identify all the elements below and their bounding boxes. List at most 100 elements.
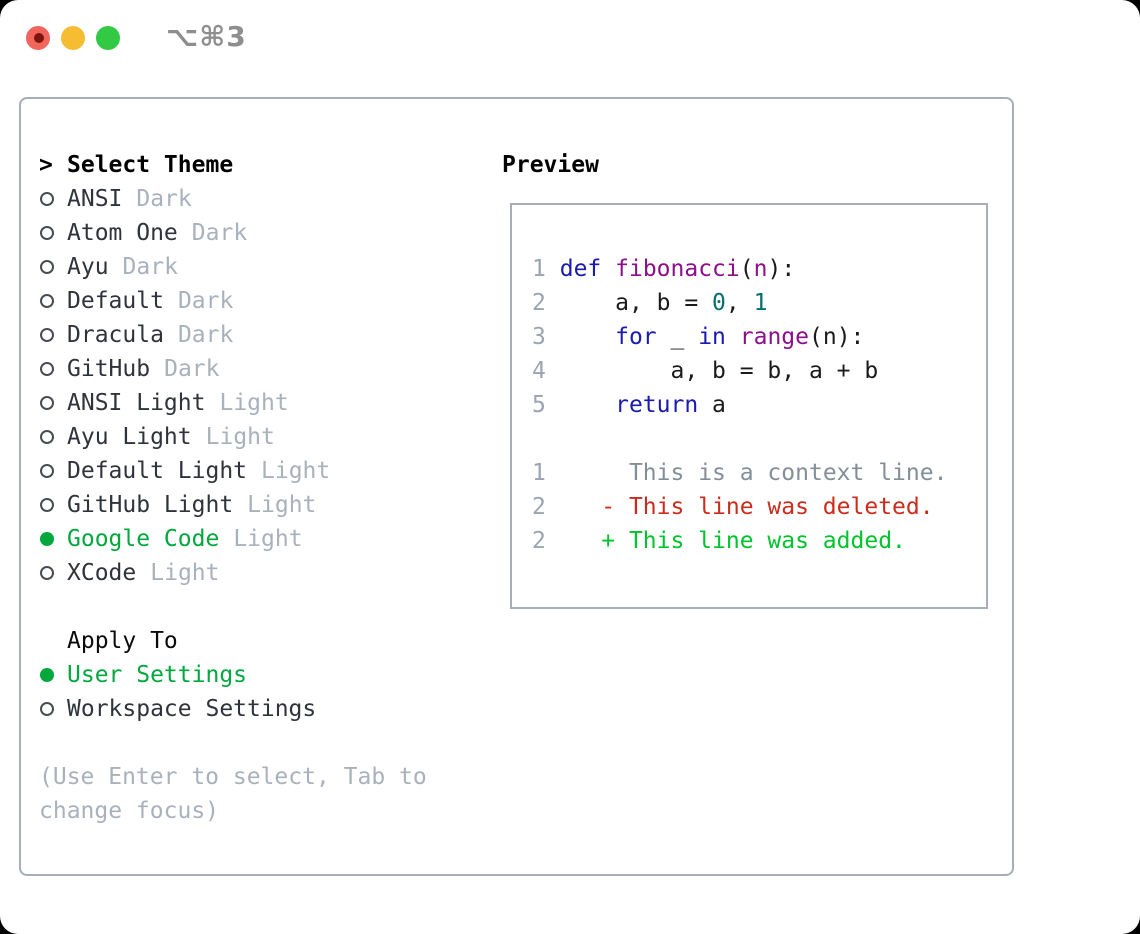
code-segment: (n): <box>809 324 865 350</box>
theme-variant: Dark <box>177 288 234 314</box>
radio-unselected-icon <box>39 430 67 444</box>
code-segment: - This line was deleted. <box>601 494 934 520</box>
theme-variant: Light <box>150 560 220 586</box>
theme-variant: Dark <box>177 322 234 348</box>
code-segment: def <box>559 256 602 282</box>
radio-dot <box>40 226 54 240</box>
code-line: 2 a, b = 0, 1 <box>532 286 947 320</box>
help-line: (Use Enter to select, Tab to <box>39 764 427 790</box>
theme-variant: Dark <box>164 356 220 382</box>
code-segment <box>546 324 615 350</box>
theme-name: Default Light <box>67 458 248 484</box>
prompt-chevron-icon: > <box>39 152 53 178</box>
radio-unselected-icon <box>39 260 67 274</box>
radio-dot <box>40 396 54 410</box>
code-segment: 4 <box>532 358 546 384</box>
code-segment: a <box>698 392 726 418</box>
select-theme-header: > Select Theme <box>39 148 427 182</box>
code-line: 1 This is a context line. <box>532 456 947 490</box>
titlebar: ⌥⌘3 <box>0 0 1140 76</box>
theme-name: ANSI <box>67 186 123 212</box>
radio-unselected-icon <box>39 362 67 376</box>
radio-dot <box>40 362 54 376</box>
radio-unselected-icon <box>39 396 67 410</box>
theme-item-google-code[interactable]: Google Code Light <box>39 522 427 556</box>
radio-dot <box>40 668 54 682</box>
theme-variant: Light <box>233 526 303 552</box>
code-segment: 2 <box>532 528 546 554</box>
close-button[interactable] <box>26 26 50 50</box>
code-segment: n <box>753 256 768 282</box>
radio-dot <box>40 294 54 308</box>
radio-dot <box>40 192 54 206</box>
theme-item-default-light[interactable]: Default Light Light <box>39 454 427 488</box>
code-line: 3 for _ in range(n): <box>532 320 947 354</box>
theme-item-default[interactable]: Default Dark <box>39 284 427 318</box>
code-segment <box>601 256 615 282</box>
apply-option-label: Workspace Settings <box>67 696 317 722</box>
code-segment: , <box>725 290 754 316</box>
apply-option-user-settings[interactable]: User Settings <box>39 658 427 692</box>
code-segment: _ <box>656 324 699 350</box>
radio-dot <box>40 430 54 444</box>
radio-unselected-icon <box>39 192 67 206</box>
select-theme-title: Select Theme <box>67 152 234 178</box>
code-line: 5 return a <box>532 388 947 422</box>
code-segment <box>546 392 615 418</box>
prompt-marker: > <box>39 152 67 178</box>
code-segment: 1 <box>532 256 546 282</box>
apply-option-workspace-settings[interactable]: Workspace Settings <box>39 692 427 726</box>
theme-name: Google Code <box>67 526 220 552</box>
code-segment <box>546 494 601 520</box>
code-line: 2 + This line was added. <box>532 524 947 558</box>
radio-unselected-icon <box>39 294 67 308</box>
zoom-button[interactable] <box>96 26 120 50</box>
theme-name: Default <box>67 288 164 314</box>
theme-name: GitHub Light <box>67 492 234 518</box>
window-title: ⌥⌘3 <box>166 20 247 53</box>
apply-option-label: User Settings <box>67 662 248 688</box>
code-segment <box>726 324 740 350</box>
theme-variant: Light <box>261 458 331 484</box>
code-segment: a, b = <box>545 290 713 316</box>
code-segment: This is a context line. <box>628 460 948 486</box>
code-line: 2 - This line was deleted. <box>532 490 947 524</box>
radio-unselected-icon <box>39 702 67 716</box>
radio-dot <box>40 532 54 546</box>
code-segment: 5 <box>532 392 546 418</box>
minimize-button[interactable] <box>61 26 85 50</box>
theme-variant: Dark <box>122 254 178 280</box>
apply-to-header: Apply To <box>39 624 427 658</box>
close-button-dot <box>34 33 44 43</box>
code-line: 4 a, b = b, a + b <box>532 354 947 388</box>
radio-unselected-icon <box>39 566 67 580</box>
radio-dot <box>40 464 54 478</box>
code-segment: 0 <box>712 290 726 316</box>
radio-dot <box>40 702 54 716</box>
code-segment <box>546 528 601 554</box>
radio-dot <box>40 328 54 342</box>
code-segment: 3 <box>532 324 546 350</box>
theme-variant: Dark <box>191 220 248 246</box>
theme-name: Ayu Light <box>67 424 192 450</box>
code-segment: for <box>615 324 657 350</box>
radio-selected-icon <box>39 668 67 682</box>
code-segment: 1 <box>753 290 768 316</box>
radio-unselected-icon <box>39 464 67 478</box>
radio-dot <box>40 566 54 580</box>
spacer <box>39 726 427 760</box>
